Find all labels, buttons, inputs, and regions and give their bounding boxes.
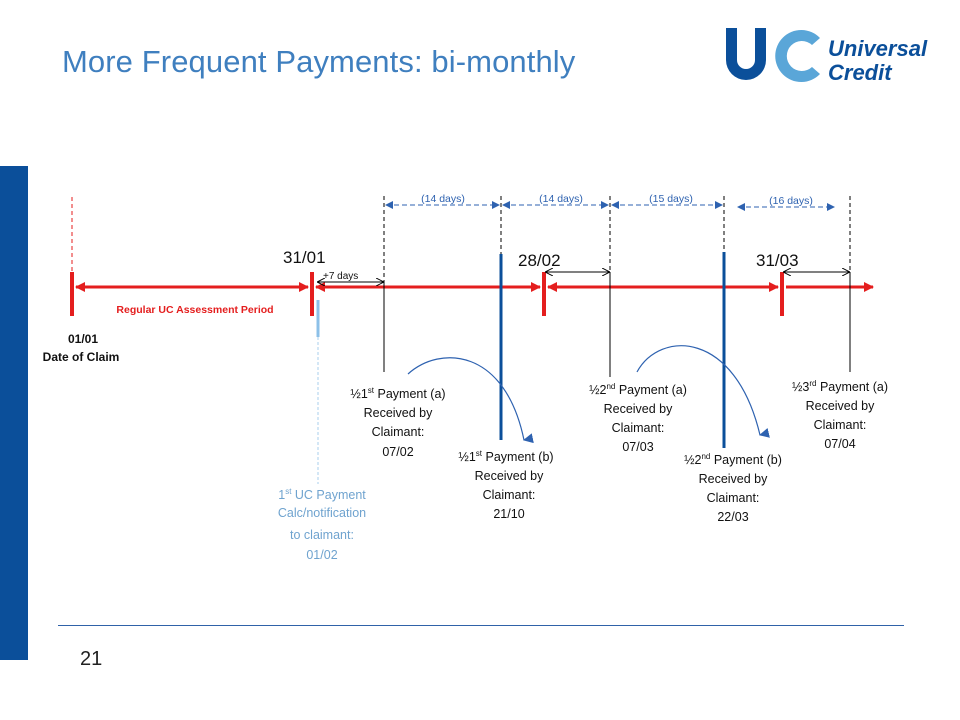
- payment-1b-line-1: Received by: [475, 469, 545, 483]
- payment-2b-heading: ½2nd Payment (b): [684, 452, 782, 467]
- payment-block-1b: ½1st Payment (b) Received by Claimant: 2…: [458, 449, 553, 521]
- interval-label-2: (14 days): [539, 193, 583, 205]
- period-end-label-1: 31/01: [283, 248, 326, 267]
- calc-line-1: 1st UC Payment: [278, 487, 366, 502]
- payment-2b-line-1: Received by: [699, 472, 769, 486]
- page-title: More Frequent Payments: bi-monthly: [62, 44, 576, 79]
- calc-line-3: to claimant:: [290, 528, 354, 542]
- payment-1a-line-1: Received by: [364, 406, 434, 420]
- logo-line2: Credit: [828, 60, 893, 85]
- payment-3a-line-3: 07/04: [824, 437, 855, 451]
- interval-label-4: (16 days): [769, 195, 813, 207]
- payment-2a-line-1: Received by: [604, 402, 674, 416]
- payment-3a-heading: ½3rd Payment (a): [792, 379, 888, 394]
- payment-block-1a: ½1st Payment (a) Received by Claimant: 0…: [350, 386, 445, 459]
- curved-arrow-2: [636, 345, 770, 438]
- payment-block-3a: ½3rd Payment (a) Received by Claimant: 0…: [792, 379, 888, 451]
- calc-line-4: 01/02: [306, 548, 337, 562]
- payment-2b-line-3: 22/03: [717, 510, 748, 524]
- payment-1a-line-3: 07/02: [382, 445, 413, 459]
- universal-credit-logo: Universal Credit: [726, 28, 928, 85]
- payment-1b-heading: ½1st Payment (b): [458, 449, 553, 464]
- payment-2a-heading: ½2nd Payment (a): [589, 382, 687, 397]
- payment-1b-line-3: 21/10: [493, 507, 524, 521]
- calc-line-2: Calc/notification: [278, 506, 366, 520]
- left-accent-bar: [0, 166, 28, 660]
- payment-2b-line-2: Claimant:: [707, 491, 760, 505]
- interval-label-3: (15 days): [649, 193, 693, 205]
- assessment-period-label: Regular UC Assessment Period: [116, 304, 273, 316]
- interval-label-1: (14 days): [421, 193, 465, 205]
- payment-3a-line-2: Claimant:: [814, 418, 867, 432]
- claim-date: 01/01: [68, 332, 98, 346]
- period-end-label-2: 28/02: [518, 251, 561, 270]
- payment-2a-line-3: 07/03: [622, 440, 653, 454]
- payment-3a-line-1: Received by: [806, 399, 876, 413]
- logo-line1: Universal: [828, 36, 928, 61]
- offset-label: +7 days: [323, 271, 358, 282]
- payment-block-2b: ½2nd Payment (b) Received by Claimant: 2…: [684, 452, 782, 524]
- payment-1a-line-2: Claimant:: [372, 425, 425, 439]
- claim-date-label: Date of Claim: [43, 350, 120, 364]
- period-end-label-3: 31/03: [756, 251, 799, 270]
- payment-1a-heading: ½1st Payment (a): [350, 386, 445, 401]
- footer-divider: [58, 625, 904, 626]
- payment-2a-line-2: Claimant:: [612, 421, 665, 435]
- page-number: 21: [80, 648, 103, 670]
- payment-block-2a: ½2nd Payment (a) Received by Claimant: 0…: [589, 382, 687, 454]
- payment-1b-line-2: Claimant:: [483, 488, 536, 502]
- curved-arrow-1: [407, 357, 534, 444]
